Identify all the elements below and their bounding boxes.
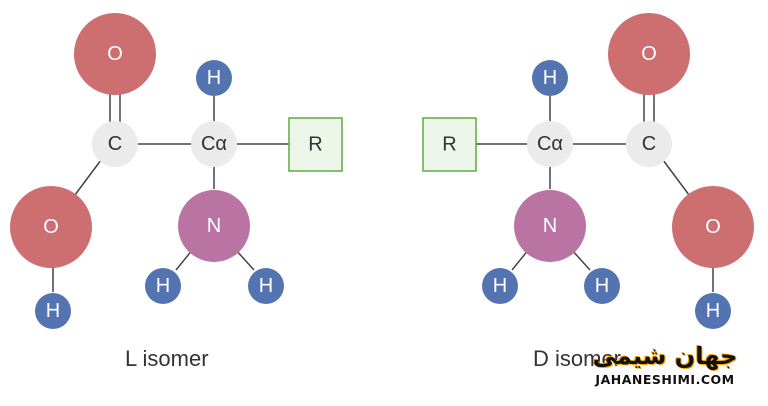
d-atom-ca-label: Cα xyxy=(537,133,563,155)
l-atom-ca-label: Cα xyxy=(201,133,227,155)
l-atom-h-n1 xyxy=(145,268,181,304)
d-atom-h-top xyxy=(532,60,568,96)
l-atom-n-label: N xyxy=(207,215,221,237)
l-atom-o-top xyxy=(74,13,156,95)
d-atom-h-n1 xyxy=(482,268,518,304)
d-atom-h-acid-label: H xyxy=(706,300,720,322)
d-atom-c xyxy=(626,121,672,167)
d-atom-o-side-label: O xyxy=(705,216,721,238)
l-atom-c-label: C xyxy=(108,133,122,155)
l-atom-h-acid-label: H xyxy=(46,300,60,322)
watermark-logo: جهان شیمی JAHANESHIMI.COM xyxy=(585,340,745,396)
d-isomer-caption: D isomer xyxy=(533,346,622,371)
watermark-arabic-text: جهان شیمی xyxy=(592,342,738,370)
l-atom-c xyxy=(92,121,138,167)
d-atom-o-top xyxy=(608,13,690,95)
l-isomer: O C O H Cα H N H H R xyxy=(10,13,343,329)
l-atom-ca xyxy=(191,121,237,167)
d-atom-n xyxy=(514,190,586,262)
l-r-group-box xyxy=(288,117,343,172)
d-atom-h-n2-label: H xyxy=(595,275,609,297)
l-atom-o-side-label: O xyxy=(43,216,59,238)
l-atom-h-acid xyxy=(35,293,71,329)
d-r-group-box xyxy=(422,117,477,172)
d-atom-h-n1-label: H xyxy=(493,275,507,297)
l-atom-o-top-label: O xyxy=(107,43,123,65)
d-atom-o-side xyxy=(672,186,754,268)
l-atom-h-top-label: H xyxy=(207,67,221,89)
watermark-url: JAHANESHIMI.COM xyxy=(595,372,735,387)
l-isomer-caption: L isomer xyxy=(125,346,209,371)
l-atom-h-top xyxy=(196,60,232,96)
d-isomer: R Cα H N H H C O O H xyxy=(422,13,754,329)
l-atom-n xyxy=(178,190,250,262)
l-atom-h-n2 xyxy=(248,268,284,304)
l-atom-o-side xyxy=(10,186,92,268)
d-atom-o-top-label: O xyxy=(641,43,657,65)
d-atom-ca xyxy=(527,121,573,167)
d-atom-h-acid xyxy=(695,293,731,329)
d-atom-c-label: C xyxy=(642,133,656,155)
d-atom-h-top-label: H xyxy=(543,67,557,89)
l-atom-h-n1-label: H xyxy=(156,275,170,297)
d-atom-n-label: N xyxy=(543,215,557,237)
d-r-group-label: R xyxy=(442,134,456,156)
l-r-group-label: R xyxy=(308,134,322,156)
l-atom-h-n2-label: H xyxy=(259,275,273,297)
d-atom-h-n2 xyxy=(584,268,620,304)
